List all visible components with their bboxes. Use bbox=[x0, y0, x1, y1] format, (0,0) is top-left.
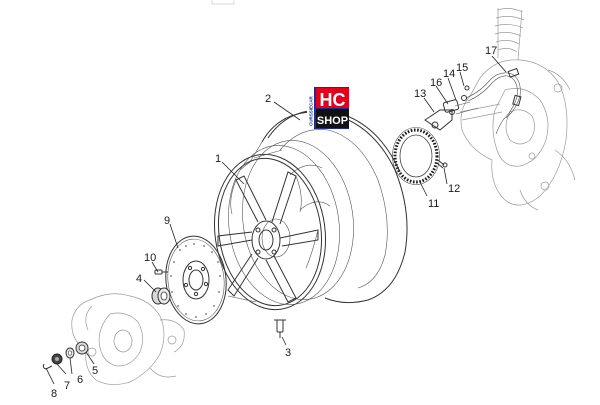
logo-side-text: CURSSIECAR bbox=[309, 95, 314, 126]
callout-labels: 1 2 3 4 5 6 7 8 9 10 11 12 13 14 15 16 1… bbox=[51, 45, 497, 400]
callout-15: 15 bbox=[456, 62, 468, 74]
callout-3: 3 bbox=[285, 347, 291, 359]
disc-screw-drawing bbox=[154, 269, 168, 275]
hc-shop-logo: HC SHOP CURSSIECAR bbox=[307, 87, 349, 129]
spacer-drawing bbox=[151, 287, 171, 305]
callout-12: 12 bbox=[448, 183, 460, 195]
caliper-drawing bbox=[71, 293, 185, 385]
callout-6: 6 bbox=[77, 374, 83, 386]
callout-11: 11 bbox=[428, 198, 439, 210]
callout-5: 5 bbox=[92, 365, 98, 377]
abs-tone-ring-drawing bbox=[392, 127, 440, 185]
wheel-rim-drawing bbox=[213, 140, 354, 311]
sensor-cable-drawing bbox=[465, 67, 522, 135]
swingarm-drawing bbox=[459, 8, 576, 211]
brake-disc-drawing bbox=[165, 235, 227, 325]
tyre-drawing bbox=[239, 109, 408, 304]
phonic-wheel-screw-drawing bbox=[436, 159, 448, 169]
logo-main-text: HC bbox=[320, 90, 346, 110]
callout-7: 7 bbox=[64, 380, 70, 392]
callout-10: 10 bbox=[144, 252, 156, 264]
callout-9: 9 bbox=[164, 215, 170, 227]
axle-hardware-drawing bbox=[42, 341, 89, 370]
callout-2: 2 bbox=[265, 93, 271, 105]
callout-1: 1 bbox=[215, 153, 221, 165]
valve-drawing bbox=[274, 319, 286, 338]
callout-14: 14 bbox=[443, 68, 455, 80]
corner-box bbox=[211, 0, 235, 5]
callout-16: 16 bbox=[430, 77, 442, 89]
abs-sensor-drawing bbox=[424, 85, 479, 131]
callout-13: 13 bbox=[414, 88, 426, 100]
callout-4: 4 bbox=[136, 273, 142, 285]
leader-lines bbox=[45, 55, 507, 385]
callout-17: 17 bbox=[485, 45, 497, 57]
callout-8: 8 bbox=[51, 388, 57, 400]
logo-sub-text: SHOP bbox=[317, 115, 348, 127]
